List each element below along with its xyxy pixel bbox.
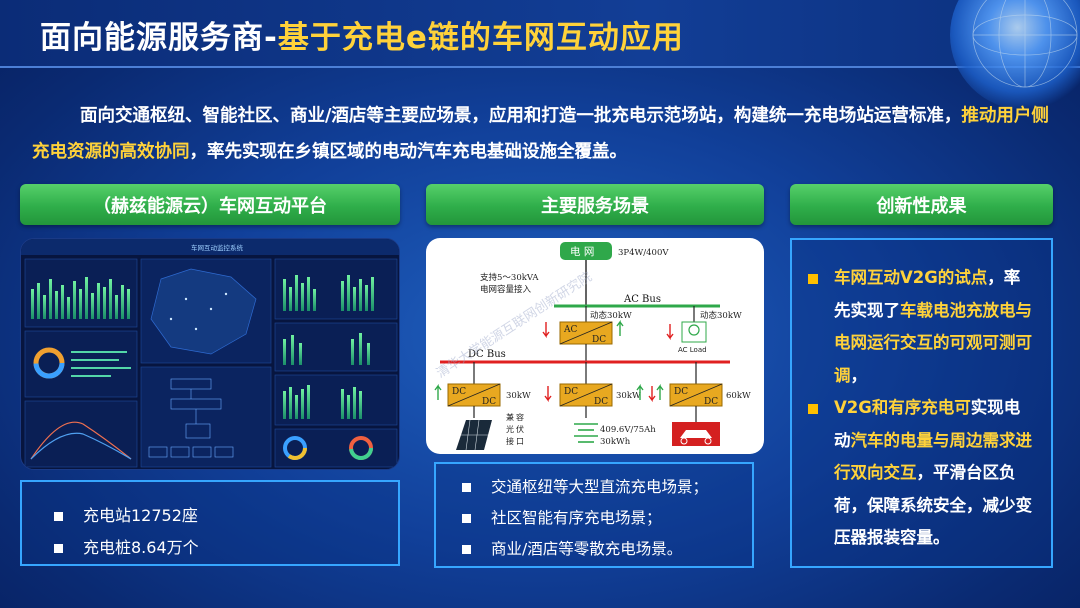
ac-load-label: AC Load bbox=[678, 346, 707, 354]
title-highlight: 基于充电e链的车网互动应用 bbox=[277, 20, 684, 56]
converter-dc: DC bbox=[592, 335, 606, 345]
list-item: 交通枢纽等大型直流充电场景； bbox=[462, 472, 752, 503]
arrow-down-icon bbox=[542, 322, 550, 339]
title-bar bbox=[0, 0, 1080, 66]
solar-panel-icon bbox=[456, 419, 492, 451]
platform-header: （赫兹能源云）车网互动平台 bbox=[20, 184, 400, 225]
electric-car-icon bbox=[672, 422, 720, 446]
dashboard-title: 车网互动监控系统 bbox=[191, 243, 244, 252]
scene-text: 社区智能有序充电场景； bbox=[491, 509, 662, 527]
station-count: 充电站12752座 bbox=[83, 506, 198, 525]
title-prefix: 面向能源服务商- bbox=[40, 20, 278, 56]
pv-note: 容 bbox=[516, 412, 524, 422]
support-note-2: 电网容量接入 bbox=[480, 284, 532, 295]
scene-text: 商业/酒店等零散充电场景。 bbox=[491, 540, 683, 558]
result-text: ，率先实现了 bbox=[834, 268, 1021, 320]
results-header: 创新性成果 bbox=[790, 184, 1053, 225]
pv-dc-in: DC bbox=[452, 387, 466, 397]
list-item: 充电站12752座 bbox=[54, 500, 398, 532]
pv-note: 口 bbox=[516, 437, 524, 446]
square-bullet-icon bbox=[462, 514, 471, 523]
arrow-up-icon bbox=[656, 383, 664, 400]
pv-note: 光 bbox=[506, 424, 514, 434]
result-text: ，平滑台区负荷，保障系统安全，减少变压器报装容量。 bbox=[834, 463, 1032, 547]
service-scenario-diagram: 电 网 3P4W/400V 支持5～30kVA 电网容量接入 AC Bus 动态… bbox=[426, 238, 764, 454]
arrow-up-icon bbox=[616, 319, 624, 336]
scenes-box: 交通枢纽等大型直流充电场景； 社区智能有序充电场景； 商业/酒店等零散充电场景。 bbox=[434, 462, 754, 568]
arrow-up-icon bbox=[636, 383, 644, 400]
results-list: 车网互动V2G的试点，率先实现了车载电池充放电与电网运行交互的可观可测可调，V2… bbox=[792, 240, 1051, 555]
grid-label: 电 网 bbox=[570, 245, 594, 258]
intro-text-1: 面向交通枢纽、智能社区、商业/酒店等主要应场景，应用和打造一批充电示范场站，构建… bbox=[80, 106, 962, 126]
ev-dc-out: DC bbox=[704, 397, 718, 407]
result-highlight: 车网互动V2G的试点 bbox=[834, 268, 988, 287]
bat-dc-out: DC bbox=[594, 397, 608, 407]
ev-power: 60kW bbox=[726, 391, 751, 401]
dynamic-2: 动态30kW bbox=[700, 310, 742, 321]
grid-node bbox=[560, 242, 612, 260]
list-item: 社区智能有序充电场景； bbox=[462, 503, 752, 534]
result-item: 车网互动V2G的试点，率先实现了车载电池充放电与电网运行交互的可观可测可调， bbox=[808, 262, 1033, 392]
pv-note: 兼 bbox=[506, 412, 514, 422]
bat-dc-in: DC bbox=[564, 387, 578, 397]
battery-spec-1: 409.6V/75Ah bbox=[600, 425, 656, 435]
square-bullet-icon bbox=[808, 404, 818, 414]
support-note-1: 支持5～30kVA bbox=[480, 272, 539, 283]
result-highlight: V2G和有序充电可 bbox=[834, 398, 971, 417]
intro-paragraph: 面向交通枢纽、智能社区、商业/酒店等主要应场景，应用和打造一批充电示范场站，构建… bbox=[32, 98, 1052, 170]
list-item: 商业/酒店等零散充电场景。 bbox=[462, 534, 752, 565]
pile-count: 充电桩8.64万个 bbox=[83, 538, 199, 557]
dc-bus-label: DC Bus bbox=[468, 349, 506, 360]
arrow-down-icon bbox=[544, 386, 552, 403]
square-bullet-icon bbox=[808, 274, 818, 284]
intro-highlight: 推动用户侧充电资源的高效协同 bbox=[32, 106, 1049, 162]
result-text: 实现电动 bbox=[834, 398, 1021, 450]
square-bullet-icon bbox=[462, 483, 471, 492]
arrow-down-icon bbox=[666, 324, 674, 341]
result-highlight: 车载电池充放电与电网运行交互的可观可测可调 bbox=[834, 300, 1032, 385]
results-box: 车网互动V2G的试点，率先实现了车载电池充放电与电网运行交互的可观可测可调，V2… bbox=[790, 238, 1053, 568]
square-bullet-icon bbox=[54, 511, 63, 521]
dynamic-1: 动态30kW bbox=[590, 310, 632, 321]
scenes-header: 主要服务场景 bbox=[426, 184, 764, 225]
pv-note: 接 bbox=[506, 436, 514, 446]
platform-dashboard-image: 车网互动监控系统 bbox=[20, 238, 400, 470]
ac-bus-label: AC Bus bbox=[623, 294, 661, 305]
square-bullet-icon bbox=[54, 543, 63, 553]
platform-stats-box: 充电站12752座 充电桩8.64万个 bbox=[20, 480, 400, 566]
list-item: 充电桩8.64万个 bbox=[54, 532, 398, 564]
globe-decoration bbox=[950, 0, 1080, 110]
result-item: V2G和有序充电可实现电动汽车的电量与周边需求进行双向交互，平滑台区负荷，保障系… bbox=[808, 392, 1033, 555]
scene-text: 交通枢纽等大型直流充电场景； bbox=[491, 478, 709, 496]
arrow-down-icon bbox=[648, 386, 656, 403]
intro-text-2: ，率先实现在乡镇区域的电动汽车充电基础设施全覆盖。 bbox=[189, 142, 628, 162]
ac-load-icon bbox=[681, 321, 707, 343]
page-title: 面向能源服务商-基于充电e链的车网互动应用 bbox=[40, 12, 684, 57]
title-divider bbox=[0, 66, 1080, 68]
grid-spec: 3P4W/400V bbox=[618, 248, 669, 258]
pv-note: 伏 bbox=[516, 424, 524, 434]
battery-spec-2: 30kWh bbox=[600, 437, 631, 447]
square-bullet-icon bbox=[462, 545, 471, 554]
result-text: ， bbox=[850, 365, 868, 385]
pv-power: 30kW bbox=[506, 391, 531, 401]
converter-ac: AC bbox=[563, 325, 577, 335]
battery-icon bbox=[574, 423, 598, 443]
ev-dc-in: DC bbox=[674, 387, 688, 397]
result-highlight: 汽车的电量与周边需求进行双向交互 bbox=[834, 430, 1032, 483]
battery-power: 30kW bbox=[616, 391, 641, 401]
arrow-up-icon bbox=[434, 383, 442, 400]
pv-dc-out: DC bbox=[482, 397, 496, 407]
